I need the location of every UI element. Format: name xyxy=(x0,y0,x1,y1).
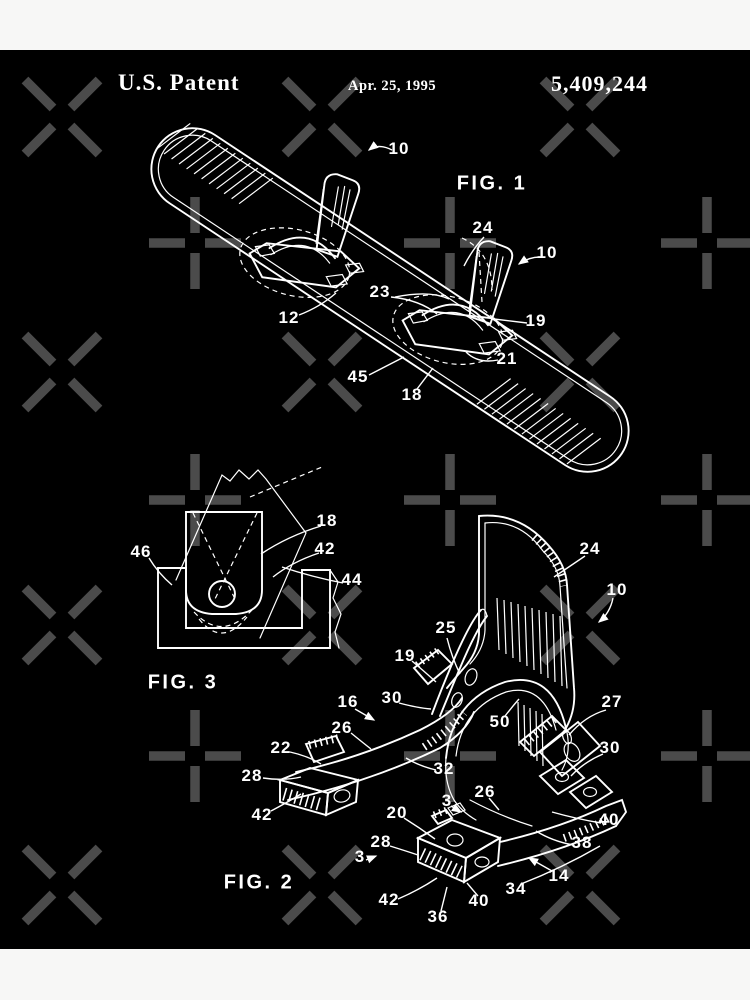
ref-numeral-14: 14 xyxy=(548,866,570,885)
ref-numeral-30: 30 xyxy=(599,738,621,757)
patent-number: 5,409,244 xyxy=(551,71,648,96)
leader-lines xyxy=(148,141,614,912)
ref-numeral-44: 44 xyxy=(341,570,363,589)
ref-numeral-32: 32 xyxy=(433,759,455,778)
patent-date: Apr. 25, 1995 xyxy=(348,78,437,94)
fig2-binding-drawing xyxy=(277,514,628,884)
fig3-section-drawing xyxy=(157,466,342,649)
patent-title: U.S. Patent xyxy=(118,70,240,95)
ref-numeral-20: 20 xyxy=(386,803,408,822)
ref-numeral-24: 24 xyxy=(579,539,601,558)
ref-numeral-18: 18 xyxy=(316,511,338,530)
figure-caption-1: FIG. 1 xyxy=(456,172,528,195)
ref-numeral-30: 30 xyxy=(381,688,403,707)
ref-numeral-42: 42 xyxy=(251,805,273,824)
ref-numeral-21: 21 xyxy=(496,349,518,368)
watermark-layer xyxy=(21,76,750,926)
ref-numeral-36: 36 xyxy=(427,907,449,926)
ref-numeral-26: 26 xyxy=(331,718,353,737)
ref-numeral-50: 50 xyxy=(489,712,511,731)
ref-numeral-3: 3 xyxy=(354,847,366,866)
ref-numeral-10: 10 xyxy=(388,139,410,158)
ref-numeral-27: 27 xyxy=(601,692,623,711)
ref-numeral-38: 38 xyxy=(571,833,593,852)
ref-numeral-42: 42 xyxy=(378,890,400,909)
ref-numeral-10: 10 xyxy=(606,580,628,599)
ref-numeral-34: 34 xyxy=(505,879,527,898)
fig1-snowboard-drawing xyxy=(150,122,630,473)
figure-caption-2: FIG. 3 xyxy=(147,671,219,694)
ref-numeral-22: 22 xyxy=(270,738,292,757)
ref-numeral-12: 12 xyxy=(278,308,300,327)
ref-numeral-40: 40 xyxy=(468,891,490,910)
ref-numeral-24: 24 xyxy=(472,218,494,237)
ref-numeral-42: 42 xyxy=(314,539,336,558)
ref-numeral-25: 25 xyxy=(435,618,457,637)
ref-numeral-16: 16 xyxy=(337,692,359,711)
ref-numeral-28: 28 xyxy=(370,832,392,851)
ref-numeral-19: 19 xyxy=(394,646,416,665)
ref-numeral-19: 19 xyxy=(525,311,547,330)
black-drawing-panel xyxy=(0,50,750,949)
ref-numeral-26: 26 xyxy=(474,782,496,801)
ref-numeral-28: 28 xyxy=(241,766,263,785)
ref-numeral-18: 18 xyxy=(401,385,423,404)
ref-numeral-45: 45 xyxy=(347,367,369,386)
ref-numeral-46: 46 xyxy=(130,542,152,561)
figure-caption-3: FIG. 2 xyxy=(223,871,295,894)
ref-numeral-10: 10 xyxy=(536,243,558,262)
ref-numeral-40: 40 xyxy=(598,810,620,829)
ref-numeral-23: 23 xyxy=(369,282,391,301)
ref-numeral-3: 3 xyxy=(441,791,453,810)
